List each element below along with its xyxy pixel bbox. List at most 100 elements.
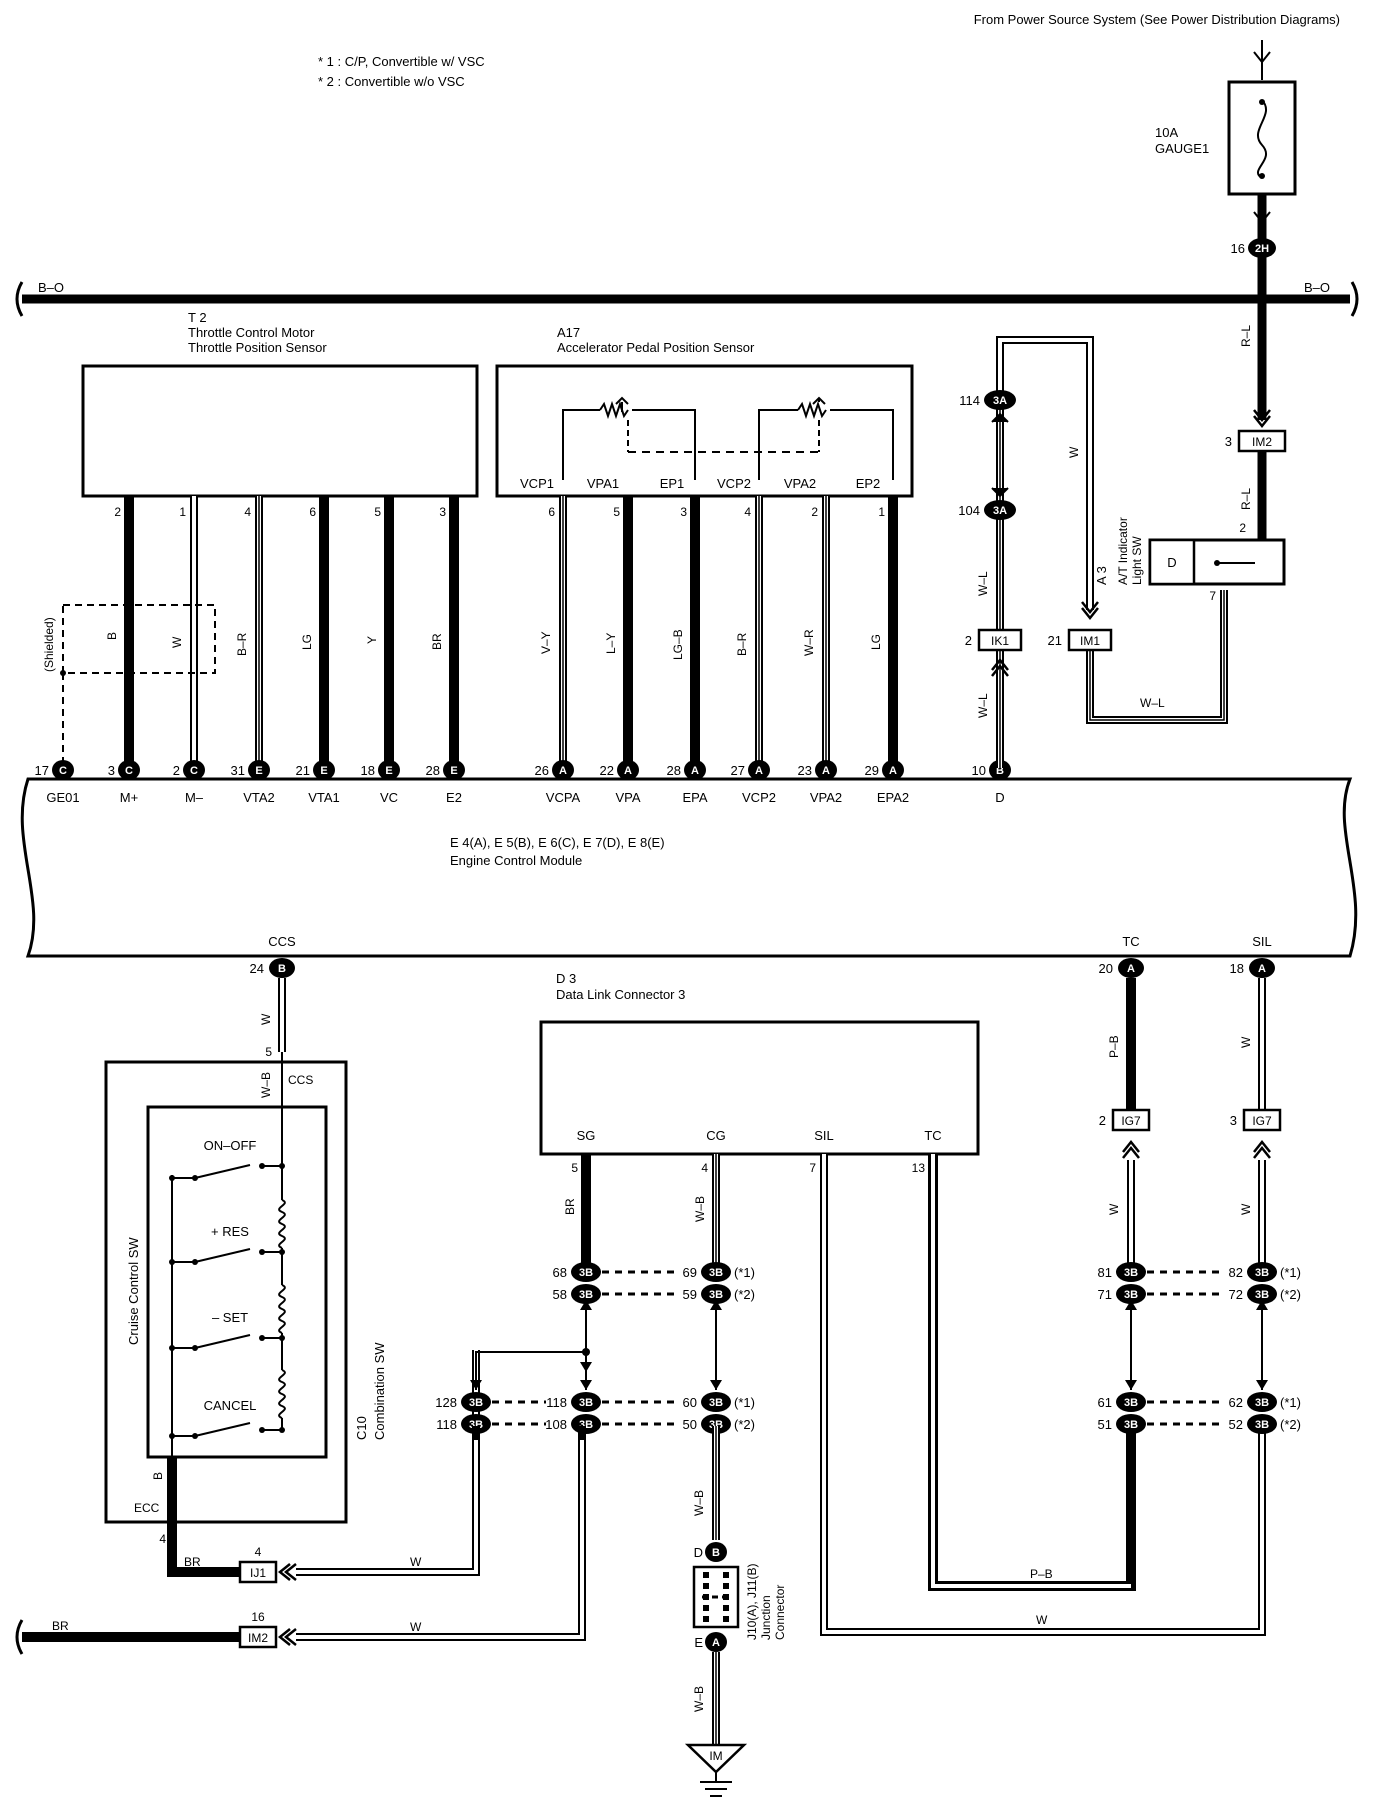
svg-text:W–B: W–B [692,1686,706,1712]
svg-text:IM1: IM1 [1080,634,1100,648]
ecm-bottom-pins: B 24 CCS A 20 TC A 18 SIL [250,934,1275,978]
connector-3b-pin: 118 [546,1395,567,1410]
variant-note: (*2) [734,1417,755,1432]
svg-text:A: A [712,1637,720,1649]
svg-text:LG–B: LG–B [671,629,685,660]
svg-text:IM: IM [709,1749,722,1763]
wire-color-labels: B W B–R LG Y BR V–Y L–Y LG–B B–R W–R LG [105,629,883,660]
connector-3b-pin: 81 [1098,1265,1112,1280]
connector-3b-pin: 68 [553,1265,567,1280]
connector-3b-label: 3B [709,1267,723,1279]
connector-3b [461,1392,491,1412]
svg-text:BR: BR [52,1619,69,1633]
right-upper-wiring [996,336,1228,768]
t2-pin-3: 4 [244,505,251,519]
svg-text:LG: LG [869,634,883,650]
svg-text:B: B [105,632,119,640]
connector-3b [1116,1262,1146,1282]
svg-text:Combination SW: Combination SW [372,1342,387,1440]
ecm-terminal-label: VTA1 [308,790,340,805]
svg-text:W–L: W–L [1140,696,1165,710]
svg-text:2: 2 [965,633,972,648]
ecm-pin-number: 28 [667,763,681,778]
ecm-pin [989,760,1011,780]
t2-pin-2: 1 [179,505,186,519]
ecm-pin-letter: E [385,765,392,777]
variant-note: (*2) [1280,1287,1301,1302]
svg-text:B–R: B–R [735,632,749,656]
connector-2h-label: 2H [1255,243,1269,255]
a17-term-ep1: EP1 [660,476,685,491]
ecm-pin-letter: A [559,765,567,777]
ecm-terminal-label: GE01 [46,790,79,805]
connector-3b [1247,1262,1277,1282]
ecm-pin-letter: A [624,765,632,777]
ecm-pin-number: 18 [361,763,375,778]
ecm-pin-number: 10 [972,763,986,778]
connector-3b-pin: 118 [436,1417,457,1432]
svg-text:Y: Y [365,636,379,644]
connector-3b [701,1392,731,1412]
ecm-terminal-label: M+ [120,790,138,805]
svg-text:CG: CG [706,1128,726,1143]
variant-note: (*2) [1280,1417,1301,1432]
connector-3b-label: 3B [1124,1267,1138,1279]
svg-text:A: A [1127,963,1135,975]
jc-bottom-pin [705,1632,727,1652]
svg-text:CCS: CCS [268,934,296,949]
ecm-pin-number: 31 [231,763,245,778]
connector-ig7-b [1242,1108,1282,1132]
svg-text:R–L: R–L [1239,488,1253,510]
t2-pin-5: 5 [374,505,381,519]
svg-text:3: 3 [1225,434,1232,449]
ecm-pin [443,760,465,780]
svg-text:A 3: A 3 [1094,566,1109,585]
svg-text:SIL: SIL [1252,934,1272,949]
svg-text:TC: TC [924,1128,941,1143]
connector-3b [1116,1284,1146,1304]
svg-text:Light SW: Light SW [1130,536,1144,585]
connector-3b-label: 3B [469,1397,483,1409]
svg-text:4: 4 [159,1532,166,1546]
variant-note: (*1) [734,1265,755,1280]
ecm-pin-number: 22 [600,763,614,778]
svg-text:4: 4 [701,1161,708,1175]
svg-text:W: W [410,1555,422,1569]
note-2: * 2 : Convertible w/o VSC [318,74,465,89]
ecm-pin-number: 3 [108,763,115,778]
a17-potentiometers [562,396,894,480]
a17-pin-4: 4 [744,505,751,519]
ecm-pin [617,760,639,780]
ecm-pin [378,760,400,780]
svg-text:16: 16 [251,1610,265,1624]
a17-term-vpa2: VPA2 [784,476,816,491]
connector-3b-label: 3B [1255,1267,1269,1279]
svg-text:IG7: IG7 [1252,1114,1272,1128]
ecm-pin-number: 17 [35,763,49,778]
fuse-amp: 10A [1155,125,1178,140]
svg-text:24: 24 [250,961,264,976]
ecm-pin-letter: E [450,765,457,777]
connector-3b [701,1414,731,1434]
switch-set: – SET [212,1310,248,1325]
svg-text:BR: BR [184,1555,201,1569]
svg-text:ECC: ECC [134,1501,160,1515]
svg-text:IK1: IK1 [991,634,1009,648]
t2-line1: Throttle Control Motor [188,325,315,340]
svg-text:BR: BR [430,633,444,650]
connector-3b [571,1392,601,1412]
connector-3b [571,1284,601,1304]
svg-text:D: D [1167,555,1176,570]
connector-3b-label: 3B [1255,1419,1269,1431]
connector-3b-pin: 60 [683,1395,697,1410]
ecm-terminal-label: EPA [682,790,707,805]
ecm-pin-number: 29 [865,763,879,778]
svg-text:W–B: W–B [259,1072,273,1098]
ecm-pin-number: 2 [173,763,180,778]
connector-3b-label: 3B [579,1397,593,1409]
connector-3b [1247,1392,1277,1412]
t2-sensor-box [81,364,479,498]
svg-text:B: B [712,1547,720,1559]
svg-text:2: 2 [1239,521,1246,535]
shielded-label: (Shielded) [42,617,56,672]
